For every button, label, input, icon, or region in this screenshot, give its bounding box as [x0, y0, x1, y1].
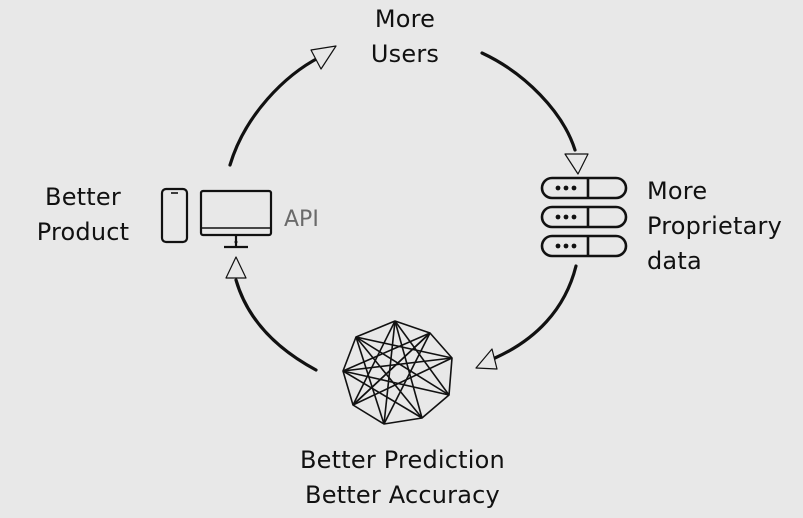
node-prediction-line-1: Better Prediction — [300, 446, 505, 474]
arc-users-to-data — [480, 51, 577, 152]
node-better-product: Better Product — [28, 180, 138, 250]
node-data-line-3: data — [647, 247, 702, 275]
node-better-prediction: Better Prediction Better Accuracy — [260, 443, 545, 513]
server-stack-icon — [540, 176, 628, 258]
arrowhead-to-data — [564, 153, 589, 175]
server-unit-1 — [540, 176, 628, 200]
node-product-line-2: Product — [36, 218, 130, 246]
node-prediction-line-2: Better Accuracy — [305, 481, 500, 509]
node-data-line-2: Proprietary — [647, 212, 782, 240]
arrowhead-to-users — [310, 45, 337, 70]
server-unit-2 — [540, 205, 628, 229]
polyhedron-mesh-icon — [342, 320, 453, 425]
arc-data-to-prediction — [493, 264, 578, 360]
smartphone-icon — [160, 187, 189, 244]
arc-prediction-to-product — [234, 278, 318, 372]
node-more-users-line-1: More — [374, 5, 436, 33]
node-more-users: More Users — [350, 2, 460, 72]
node-more-proprietary-data: More Proprietary data — [647, 174, 803, 279]
monitor-icon — [199, 189, 273, 249]
api-label: API — [284, 207, 319, 232]
server-unit-3 — [540, 234, 628, 258]
node-product-line-1: Better — [45, 183, 121, 211]
arrowhead-to-prediction — [475, 348, 498, 370]
node-data-line-1: More — [647, 177, 708, 205]
arrowhead-to-product — [225, 256, 247, 279]
node-more-users-line-2: Users — [370, 40, 440, 68]
arc-product-to-users — [228, 55, 322, 167]
